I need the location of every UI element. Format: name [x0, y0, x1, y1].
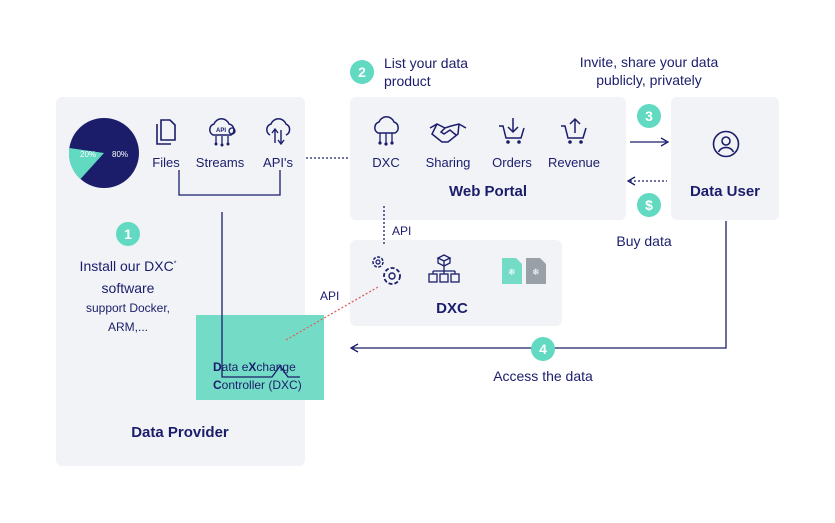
apis-label: API's	[263, 155, 293, 170]
handshake-icon	[429, 123, 467, 143]
portal-item-orders: Orders	[492, 155, 532, 170]
web-portal-title: Web Portal	[448, 183, 528, 200]
web-portal-panel	[350, 97, 626, 220]
pie-slice-20	[68, 148, 104, 179]
step-1-line1: Install our DXC*	[80, 258, 177, 274]
step-1-line1-text: Install our DXC	[79, 258, 174, 274]
api-top-label: API	[392, 224, 412, 238]
user-icon	[712, 130, 740, 158]
step-1-sup: *	[173, 260, 177, 268]
data-user-panel	[671, 97, 779, 220]
portal-item-sharing: Sharing	[425, 155, 471, 170]
step-1-badge: 1	[116, 222, 140, 246]
data-provider-title: Data Provider	[131, 424, 229, 441]
streams-icon: API	[209, 118, 236, 147]
files-icon	[156, 119, 176, 145]
pie-chart: 20% 80%	[68, 118, 139, 188]
step-1-line3: support Docker,	[85, 301, 171, 315]
pie-label-right: 80%	[112, 150, 128, 159]
dollar-icon: $	[637, 193, 661, 217]
step-3-line2: publicly, privately	[596, 72, 702, 88]
api-left-label: API	[320, 289, 340, 303]
buy-data-label: Buy data	[616, 233, 672, 249]
portal-item-revenue: Revenue	[547, 155, 601, 170]
portal-item-dxc: DXC	[372, 155, 400, 170]
step-2-line2: product	[384, 73, 431, 89]
svg-text:❄: ❄	[508, 268, 516, 278]
controller-line2: Controller (DXC)	[213, 378, 302, 392]
step-2-line1: List your data	[384, 55, 469, 71]
gears-icon	[372, 256, 401, 285]
step-1-line2: software	[101, 280, 155, 296]
cart-download-icon	[499, 118, 525, 144]
cloud-network-icon	[374, 116, 399, 146]
step-1-line4: ARM,...	[107, 320, 149, 334]
controller-line1: Data eXchange	[213, 360, 296, 374]
dxc-controller-box	[196, 315, 324, 400]
documents-icon: ❄ ❄	[502, 258, 546, 284]
step-3-badge: 3	[637, 104, 661, 128]
cart-upload-icon	[561, 117, 587, 144]
step-2-badge: 2	[350, 60, 374, 84]
dxc-title: DXC	[436, 300, 468, 317]
svg-text:API: API	[216, 128, 226, 134]
pie-label-left: 20%	[80, 150, 96, 159]
step-4-badge: 4	[531, 337, 555, 361]
svg-text:❄: ❄	[532, 268, 540, 278]
streams-label: Streams	[195, 155, 245, 170]
step-4-label: Access the data	[493, 368, 593, 384]
hierarchy-icon	[428, 254, 460, 283]
data-user-title: Data User	[689, 183, 761, 200]
files-label: Files	[152, 155, 180, 170]
step-3-line1: Invite, share your data	[579, 54, 719, 70]
apis-icon	[266, 118, 291, 146]
